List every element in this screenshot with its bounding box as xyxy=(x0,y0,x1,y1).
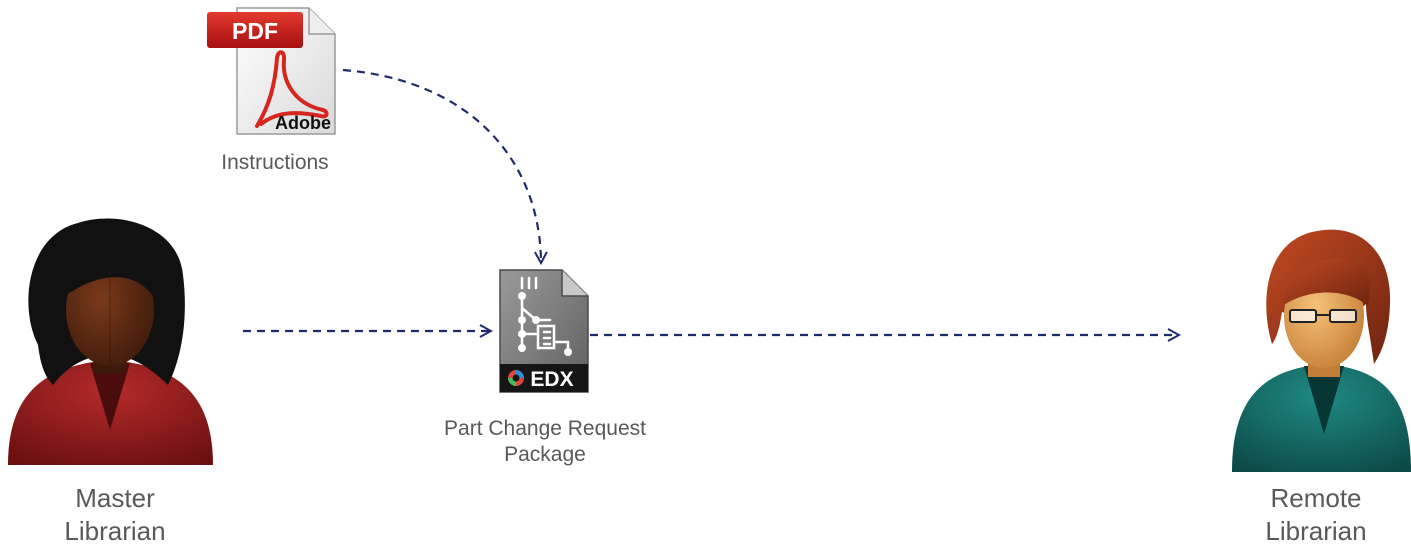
instructions-label: Instructions xyxy=(221,151,329,174)
pdf-badge-text: PDF xyxy=(232,18,278,44)
package-label: Part Change Request Package xyxy=(410,416,680,469)
edx-brand-text: EDX xyxy=(530,368,573,391)
remote-label-line1: Remote xyxy=(1270,483,1362,513)
pdf-brand-text: Adobe xyxy=(275,113,331,133)
package-label-line2: Package xyxy=(504,443,586,467)
edx-package-icon: EDX xyxy=(498,268,590,394)
package-label-line1: Part Change Request xyxy=(444,417,646,440)
master-librarian-avatar xyxy=(8,215,213,470)
pdf-file-icon: PDF Adobe xyxy=(205,6,337,136)
remote-librarian-label: Remote Librarian xyxy=(1226,482,1406,547)
remote-librarian-avatar xyxy=(1232,224,1411,474)
master-label-line1: Master xyxy=(75,483,155,513)
master-label-line2: Librarian xyxy=(64,515,166,546)
instructions-to-package-arrow xyxy=(342,68,541,262)
remote-label-line2: Librarian xyxy=(1265,515,1367,546)
master-librarian-label: Master Librarian xyxy=(25,482,205,547)
